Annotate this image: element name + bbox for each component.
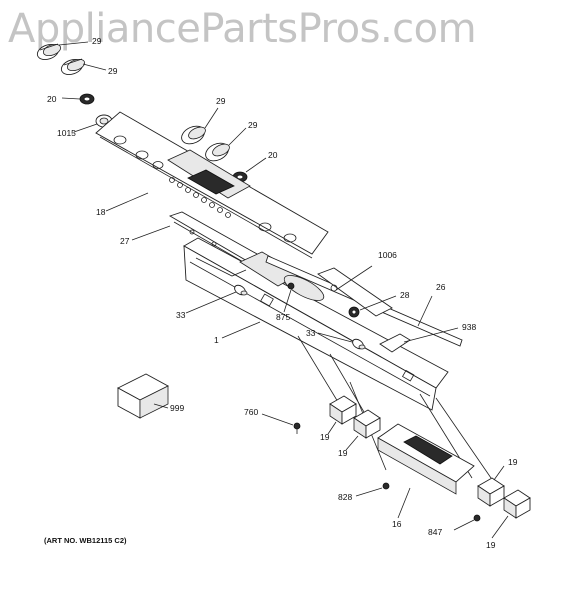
- callout-19-a: 19: [320, 432, 330, 442]
- callout-28: 28: [400, 290, 410, 300]
- watermark-text: AppliancePartsPros.com: [8, 6, 477, 52]
- callout-20-a: 20: [47, 94, 57, 104]
- callout-29-c: 29: [216, 96, 226, 106]
- screw-847: [473, 514, 481, 522]
- knob-29-mid-b: [205, 142, 230, 162]
- switch-module-19-d: [503, 489, 531, 519]
- package-999: [117, 373, 169, 419]
- callout-29-d: 29: [248, 120, 258, 130]
- switch-33-right: [352, 338, 366, 350]
- knob-29-top-left: [36, 43, 62, 61]
- callout-33-b: 33: [306, 328, 316, 338]
- faceplate-18: [95, 111, 329, 259]
- callout-20-b: 20: [268, 150, 278, 160]
- screw-760: [293, 422, 301, 434]
- callout-847: 847: [428, 527, 442, 537]
- callout-828: 828: [338, 492, 352, 502]
- switch-33-left: [234, 284, 248, 296]
- screw-828: [382, 482, 390, 490]
- callout-19-d: 19: [486, 540, 496, 550]
- callout-999: 999: [170, 403, 184, 413]
- part-28: [348, 306, 360, 318]
- callout-19-b: 19: [338, 448, 348, 458]
- control-housing-1: [183, 237, 449, 411]
- callout-875: 875: [276, 312, 290, 322]
- callout-29-b: 29: [108, 66, 118, 76]
- switch-module-19-c: [477, 477, 505, 507]
- callout-26: 26: [436, 282, 446, 292]
- art-number: (ART NO. WB12115 C2): [44, 536, 127, 545]
- knob-29-second: [60, 58, 86, 76]
- control-board-16: [377, 423, 475, 495]
- callout-16: 16: [392, 519, 402, 529]
- callout-33-a: 33: [176, 310, 186, 320]
- callout-27: 27: [120, 236, 130, 246]
- switch-module-19-a: [329, 395, 357, 425]
- callout-1006: 1006: [378, 250, 397, 260]
- knob-29-mid-a: [181, 125, 206, 145]
- switch-module-19-b: [353, 409, 381, 439]
- callout-18: 18: [96, 207, 106, 217]
- callout-1: 1: [214, 335, 219, 345]
- callout-760: 760: [244, 407, 258, 417]
- bracket-1006: [317, 267, 393, 317]
- part-938: [379, 333, 411, 353]
- callout-1015: 1015: [57, 128, 76, 138]
- screw-875: [287, 282, 295, 290]
- callout-938: 938: [462, 322, 476, 332]
- callout-29-a: 29: [92, 36, 102, 46]
- callout-19-c: 19: [508, 457, 518, 467]
- ring-20-left: [79, 93, 95, 105]
